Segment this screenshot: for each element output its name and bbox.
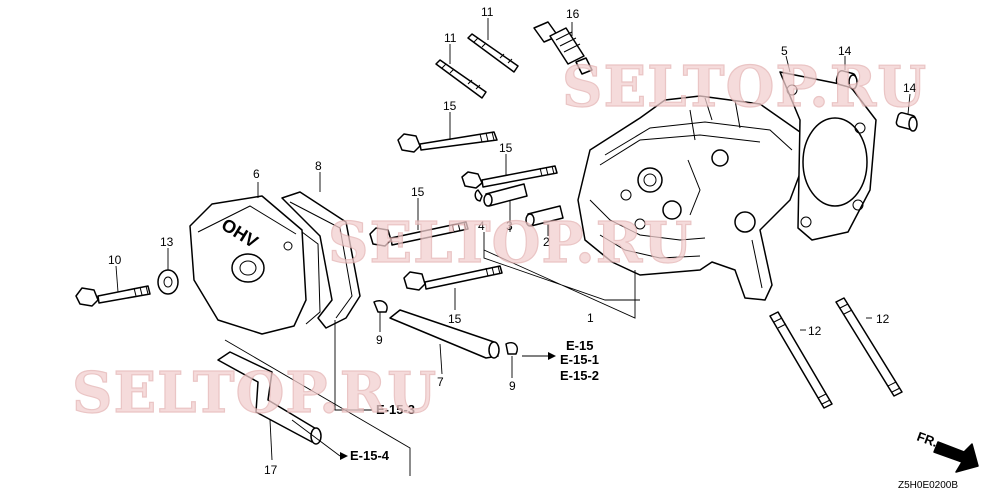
flange-bolt-bottom[interactable]: [403, 265, 503, 291]
reference-arrow: [548, 352, 556, 360]
ref-e15-4[interactable]: E-15-4: [350, 448, 390, 463]
part-label-12a[interactable]: 12: [808, 324, 822, 338]
ref-e15-2[interactable]: E-15-2: [560, 368, 599, 383]
part-label-12b[interactable]: 12: [876, 312, 890, 326]
watermark-top: SELTOP.RU: [562, 54, 927, 120]
dowel-pin-lower[interactable]: [895, 112, 918, 132]
flange-bolt-mid[interactable]: [461, 165, 558, 189]
part-label-15a[interactable]: 15: [443, 99, 457, 113]
watermark-bottom: SELTOP.RU: [72, 360, 437, 426]
front-label: FR.: [915, 429, 940, 450]
stud-bolt-right-1[interactable]: [769, 311, 833, 409]
cylinder-head[interactable]: [577, 95, 806, 301]
part-label-9a[interactable]: 9: [376, 333, 383, 347]
head-gasket[interactable]: [779, 71, 877, 241]
part-label-5[interactable]: 5: [781, 44, 788, 58]
sealing-washer[interactable]: [157, 269, 179, 295]
valve-guide-exhaust[interactable]: [483, 183, 528, 207]
part-label-8[interactable]: 8: [315, 159, 322, 173]
ref-e15-1[interactable]: E-15-1: [560, 352, 599, 367]
breather-tube[interactable]: [389, 309, 500, 359]
flange-bolt-left[interactable]: [369, 221, 469, 247]
head-cover[interactable]: OHV: [189, 195, 321, 335]
part-label-10[interactable]: 10: [108, 253, 122, 267]
tube-clip-upper[interactable]: [373, 300, 388, 313]
part-label-6[interactable]: 6: [253, 167, 260, 181]
part-label-4[interactable]: 4: [478, 219, 485, 233]
ref-e15[interactable]: E-15: [566, 338, 593, 353]
part-label-11a[interactable]: 11: [481, 5, 494, 19]
cover-bolt[interactable]: [75, 285, 151, 307]
ref-e15-3[interactable]: E-15-3: [376, 402, 415, 417]
head-cover-gasket[interactable]: [281, 191, 361, 329]
stud-bolt-right-2[interactable]: [835, 297, 903, 397]
reference-arrow-e154: [340, 452, 348, 460]
part-label-14a[interactable]: 14: [838, 44, 852, 58]
flange-bolt-top[interactable]: [397, 131, 498, 153]
part-label-11b[interactable]: 11: [444, 31, 457, 45]
part-label-3[interactable]: 3: [506, 219, 513, 233]
part-label-16[interactable]: 16: [566, 7, 580, 21]
watermark-middle: SELTOP.RU: [328, 210, 693, 276]
leader-lines: [115, 18, 911, 476]
front-arrow: FR.: [915, 429, 979, 473]
clip-pin[interactable]: [474, 189, 483, 202]
valve-guide-intake[interactable]: [525, 205, 564, 227]
part-label-13[interactable]: 13: [160, 235, 174, 249]
part-label-15d[interactable]: 15: [448, 312, 462, 326]
spark-plug[interactable]: [533, 21, 593, 75]
dowel-pin-upper[interactable]: [835, 70, 858, 90]
tube-clip-lower[interactable]: [505, 342, 518, 355]
stud-bolt-lower[interactable]: [435, 59, 487, 99]
part-label-1[interactable]: 1: [587, 311, 594, 325]
part-label-7[interactable]: 7: [437, 375, 444, 389]
part-label-9b[interactable]: 9: [509, 379, 516, 393]
part-label-15c[interactable]: 15: [411, 185, 425, 199]
part-label-14b[interactable]: 14: [903, 81, 917, 95]
stud-bolt-upper[interactable]: [467, 33, 519, 73]
part-label-2[interactable]: 2: [543, 235, 550, 249]
part-label-17[interactable]: 17: [264, 463, 278, 477]
part-label-15b[interactable]: 15: [499, 141, 513, 155]
diagram-code: Z5H0E0200B: [898, 480, 958, 491]
